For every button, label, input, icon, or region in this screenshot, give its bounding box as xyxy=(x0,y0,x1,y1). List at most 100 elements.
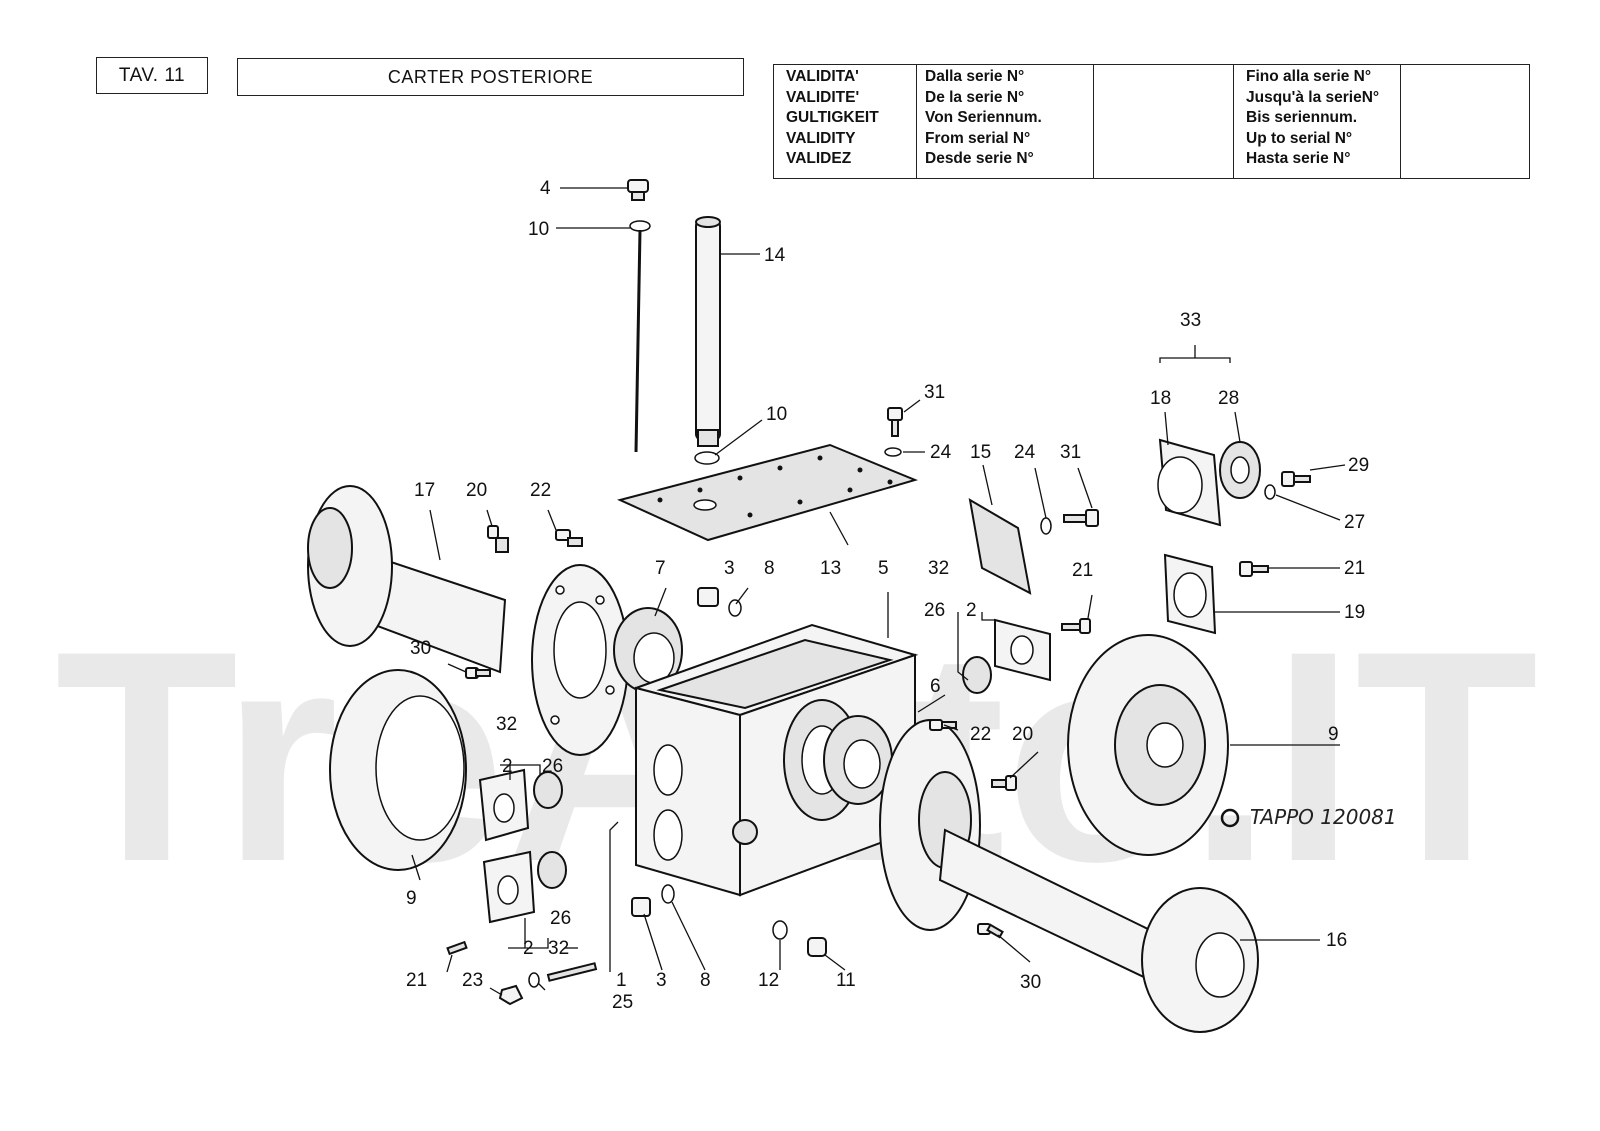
from-serial-label: Von Seriennum. xyxy=(925,109,1042,126)
part-label: 22 xyxy=(970,724,991,745)
from-serial-label: Desde serie N° xyxy=(925,150,1034,167)
part-label: 32 xyxy=(928,558,949,579)
part-label: 1 xyxy=(616,970,627,991)
to-serial-column: Fino alla serie N° Jusqu'à la serieN° Bi… xyxy=(1234,65,1401,178)
part-label: 33 xyxy=(1180,310,1201,331)
part-label: 2 xyxy=(502,756,513,777)
bolt-part xyxy=(977,923,1004,939)
part-label: 18 xyxy=(1150,388,1171,409)
washer-part xyxy=(1040,517,1052,535)
part-label: 8 xyxy=(700,970,711,991)
to-serial-label: Fino alla serie N° xyxy=(1246,68,1372,85)
part-label: 13 xyxy=(820,558,841,579)
part-label: 10 xyxy=(766,404,787,425)
bolt-part xyxy=(887,407,903,437)
part-label: 29 xyxy=(1348,455,1369,476)
part-label: 20 xyxy=(1012,724,1033,745)
bolt-part xyxy=(929,719,957,731)
part-label: 11 xyxy=(836,970,856,991)
leader-lines xyxy=(411,187,1346,996)
nut-part xyxy=(498,984,524,1006)
part-label: 17 xyxy=(414,480,435,501)
part-label: 2 xyxy=(523,938,534,959)
bearing-part xyxy=(823,715,893,805)
part-label: 23 xyxy=(462,970,483,991)
washer-part xyxy=(1264,484,1276,500)
to-serial-label: Up to serial N° xyxy=(1246,129,1353,147)
washer-part xyxy=(528,972,540,988)
part-label: 32 xyxy=(496,714,517,735)
part-label: 30 xyxy=(410,638,431,659)
washer-part xyxy=(629,220,651,232)
bearing-flange-part xyxy=(994,618,1051,682)
main-housing-part xyxy=(632,623,919,897)
part-label: 6 xyxy=(930,676,941,697)
plate-number: TAV. 11 xyxy=(96,57,208,94)
plate-title: CARTER POSTERIORE xyxy=(237,58,744,96)
washer-part xyxy=(661,884,675,904)
part-label: 25 xyxy=(612,992,633,1013)
bearing-part xyxy=(1219,441,1261,499)
validity-label: VALIDITY xyxy=(786,129,856,147)
handwritten-note: TAPPO 120081 xyxy=(1250,805,1397,829)
part-label: 26 xyxy=(550,908,571,929)
validity-label: VALIDEZ xyxy=(786,150,852,167)
validity-label: VALIDITA' xyxy=(786,68,859,85)
plug-part xyxy=(807,937,827,957)
bolt-part xyxy=(1239,561,1269,577)
part-label: 7 xyxy=(655,558,666,579)
bolt-part xyxy=(555,529,583,547)
validity-label: VALIDITE' xyxy=(786,88,860,106)
to-serial-label: Bis seriennum. xyxy=(1246,109,1358,126)
cap-screw-part xyxy=(627,179,649,201)
part-label: 3 xyxy=(724,558,735,579)
part-label: 10 xyxy=(528,219,549,240)
part-label: 2 xyxy=(966,600,977,621)
seal-ring-part xyxy=(962,656,992,694)
part-label: 8 xyxy=(764,558,775,579)
to-serial-label: Jusqu'à la serieN° xyxy=(1246,88,1380,106)
part-label: 12 xyxy=(758,970,779,991)
flange-part xyxy=(1163,553,1217,635)
washer-part xyxy=(728,599,742,617)
part-labels: 4 10 14 10 31 24 15 24 31 33 18 28 29 27… xyxy=(406,178,1369,1013)
tappo-marker xyxy=(1220,808,1240,828)
part-label: 26 xyxy=(542,756,563,777)
to-serial-label: Hasta serie N° xyxy=(1246,150,1351,167)
plug-part xyxy=(697,587,719,607)
part-label: 3 xyxy=(656,970,667,991)
brake-drum-part xyxy=(329,669,467,871)
from-serial-column: Dalla serie N° De la serie N° Von Serien… xyxy=(917,65,1094,178)
seal-ring-part xyxy=(533,771,563,809)
tube-part xyxy=(695,216,721,447)
part-label: 19 xyxy=(1344,602,1365,623)
brake-drum-part xyxy=(1067,634,1229,856)
part-label: 26 xyxy=(924,600,945,621)
part-label: 16 xyxy=(1326,930,1347,951)
part-label: 31 xyxy=(1060,442,1081,463)
part-label: 24 xyxy=(930,442,952,463)
part-label: 14 xyxy=(764,245,786,266)
left-axle-housing-part xyxy=(307,485,629,756)
bolt-part xyxy=(1061,618,1091,634)
part-label: 30 xyxy=(1020,972,1041,993)
part-label: 21 xyxy=(1072,560,1093,581)
part-label: 28 xyxy=(1218,388,1239,409)
stud-part xyxy=(546,962,598,982)
part-label: 9 xyxy=(406,888,417,909)
bolt-part xyxy=(465,667,491,679)
from-serial-label: Dalla serie N° xyxy=(925,68,1025,85)
from-serial-value xyxy=(1094,65,1234,178)
plug-part xyxy=(631,897,651,917)
validity-table: VALIDITA' VALIDITE' GULTIGKEIT VALIDITY … xyxy=(773,64,1530,179)
validity-labels-column: VALIDITA' VALIDITE' GULTIGKEIT VALIDITY … xyxy=(774,65,917,178)
part-label: 4 xyxy=(540,178,551,199)
washer-part xyxy=(772,920,788,940)
inspection-cover-part xyxy=(968,498,1032,595)
part-label: 22 xyxy=(530,480,551,501)
bolt-part xyxy=(1063,509,1099,527)
from-serial-label: From serial N° xyxy=(925,129,1031,147)
bolt-part xyxy=(446,940,468,956)
